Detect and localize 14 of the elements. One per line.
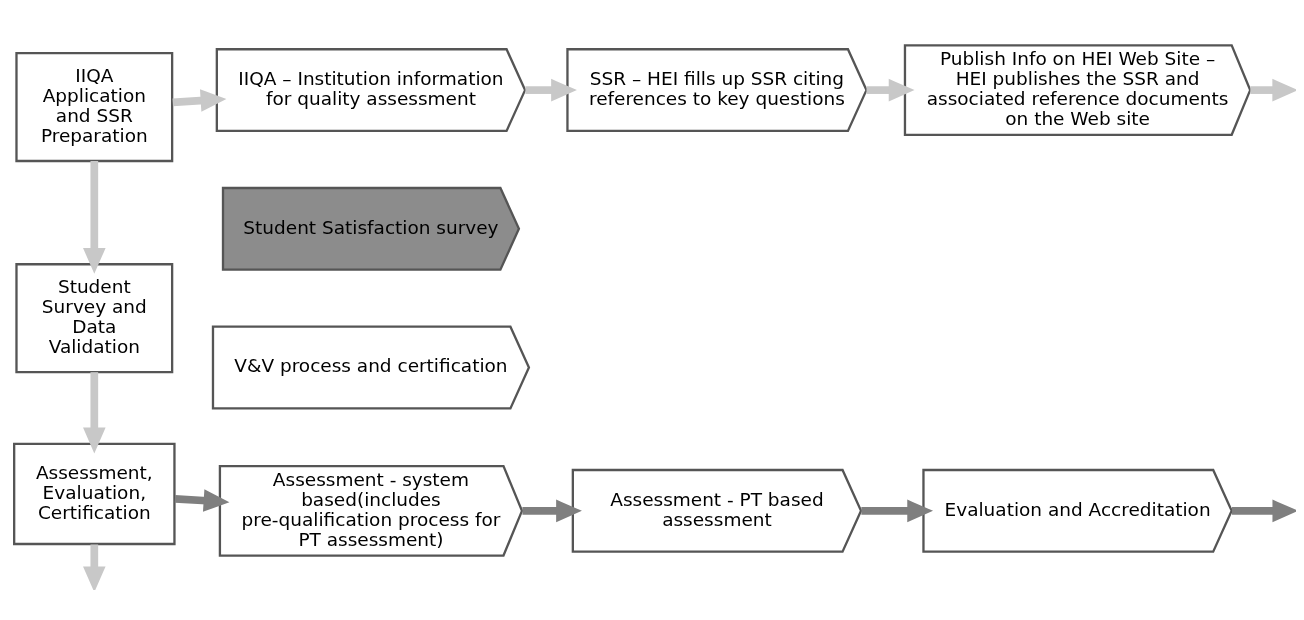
arrow — [522, 499, 582, 523]
node-box: Student Survey and Data Validation — [15, 263, 174, 374]
arrow — [861, 499, 934, 523]
arrow — [83, 372, 106, 454]
arrow — [866, 78, 915, 102]
arrow — [83, 161, 106, 274]
arrow — [525, 78, 577, 102]
arrow — [1250, 78, 1296, 102]
node-box: IIQA Application and SSR Preparation — [15, 51, 174, 163]
arrow — [1232, 499, 1296, 523]
node-box: Assessment, Evaluation, Certification — [13, 442, 176, 546]
arrow — [172, 89, 227, 112]
arrow — [174, 489, 230, 512]
arrow — [83, 544, 106, 590]
